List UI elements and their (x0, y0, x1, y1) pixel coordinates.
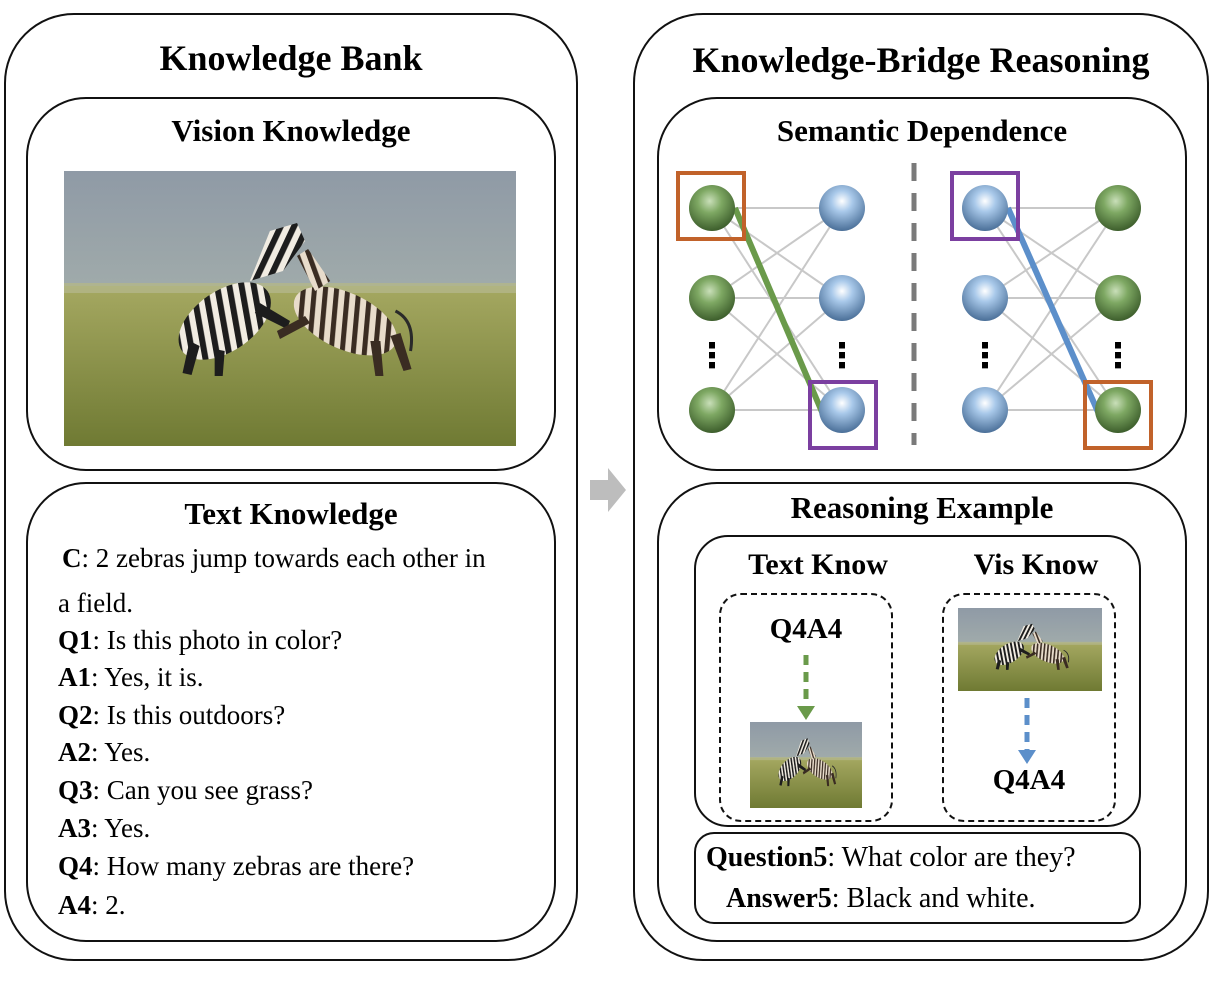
knowledge-bank-panel: Knowledge Bank Vision Knowledge Text Kno… (4, 13, 578, 961)
text-node (689, 387, 735, 433)
text-knowledge-value: : Is this photo in color? (92, 625, 343, 655)
vision-node-highlight (808, 380, 878, 450)
answer5-key: Answer5 (726, 883, 832, 914)
answer5-text: : Black and white. (831, 883, 1036, 914)
text-node (689, 275, 735, 321)
text-knowledge-value: : Yes. (91, 813, 151, 843)
vision-node (819, 275, 865, 321)
text-know-qa: Q4A4 (769, 613, 843, 645)
text-knowledge-value: : Can you see grass? (92, 775, 313, 805)
text-knowledge-key: Q4 (58, 851, 93, 881)
text-knowledge-key: A4 (58, 890, 91, 920)
vision-knowledge-box: Vision Knowledge (26, 97, 556, 471)
text-knowledge-line: A2: Yes. (58, 737, 150, 768)
text-knowledge-key: A2 (58, 737, 91, 767)
text-node-highlight (676, 171, 746, 241)
text-knowledge-value: : Yes, it is. (91, 662, 204, 692)
ellipsis-glyph: ⋮ (695, 336, 729, 376)
text-knowledge-line: Q3: Can you see grass? (58, 775, 313, 806)
text-knowledge-value: : How many zebras are there? (92, 851, 415, 881)
text-knowledge-line: Q1: Is this photo in color? (58, 625, 342, 656)
question5-line: Question5: What color are they? (706, 842, 1076, 874)
text-knowledge-line: Q2: Is this outdoors? (58, 700, 285, 731)
text-knowledge-value: : Yes. (91, 737, 151, 767)
vision-node (962, 387, 1008, 433)
text-knowledge-key: Q3 (58, 775, 93, 805)
answer5-line: Answer5: Black and white. (726, 883, 1036, 915)
text-knowledge-line: a field. (58, 588, 133, 619)
text-knowledge-value: : 2. (91, 890, 126, 920)
ellipsis-glyph: ⋮ (968, 336, 1002, 376)
text-know-label: Text Know (748, 548, 888, 581)
question-answer-box (694, 832, 1141, 924)
vis-know-dashed-box (942, 593, 1116, 822)
text-know-dashed-box (719, 593, 893, 822)
flow-arrow-icon (590, 468, 626, 512)
knowledge-bridge-title: Knowledge-Bridge Reasoning (692, 40, 1150, 80)
vision-node-highlight (950, 171, 1020, 241)
text-knowledge-box: Text Knowledge (26, 482, 556, 942)
text-knowledge-key: C (62, 543, 82, 573)
text-node (1095, 185, 1141, 231)
reasoning-example-title: Reasoning Example (790, 490, 1054, 525)
green-arrowhead-icon (797, 706, 815, 720)
vis-know-label: Vis Know (973, 548, 1099, 581)
semantic-dependence-title: Semantic Dependence (776, 113, 1068, 148)
ellipsis-glyph: ⋮ (825, 336, 859, 376)
question5-key: Question5 (706, 842, 828, 873)
text-knowledge-key: Q1 (58, 625, 93, 655)
blue-arrowhead-icon (1018, 750, 1036, 764)
text-node (689, 185, 735, 231)
text-knowledge-key: Q2 (58, 700, 93, 730)
text-knowledge-value: : Is this outdoors? (92, 700, 286, 730)
blue-dependence-link (1005, 206, 1101, 414)
text-node (1095, 275, 1141, 321)
text-knowledge-value: a field. (58, 588, 133, 618)
vision-node (819, 185, 865, 231)
vision-knowledge-title: Vision Knowledge (171, 113, 411, 148)
vis-know-zebra-thumbnail (958, 608, 1102, 691)
vision-node (819, 387, 865, 433)
text-know-zebra-thumbnail (750, 722, 862, 808)
text-knowledge-line: A1: Yes, it is. (58, 662, 204, 693)
vis-know-qa: Q4A4 (992, 764, 1066, 796)
text-knowledge-line: Q4: How many zebras are there? (58, 851, 414, 882)
text-knowledge-line: C: 2 zebras jump towards each other in (62, 543, 486, 574)
text-node (1095, 387, 1141, 433)
green-dependence-link (732, 206, 825, 414)
question5-text: : What color are they? (827, 842, 1076, 873)
text-knowledge-key: A1 (58, 662, 91, 692)
text-knowledge-title: Text Knowledge (184, 496, 398, 531)
text-knowledge-line: A3: Yes. (58, 813, 150, 844)
ellipsis-glyph: ⋮ (1101, 336, 1135, 376)
vision-node (962, 275, 1008, 321)
text-knowledge-key: A3 (58, 813, 91, 843)
vision-node (962, 185, 1008, 231)
text-node-highlight (1083, 380, 1153, 450)
knowledge-bank-title: Knowledge Bank (159, 38, 423, 78)
text-knowledge-line: A4: 2. (58, 890, 126, 921)
text-knowledge-value: : 2 zebras jump towards each other in (81, 543, 486, 573)
